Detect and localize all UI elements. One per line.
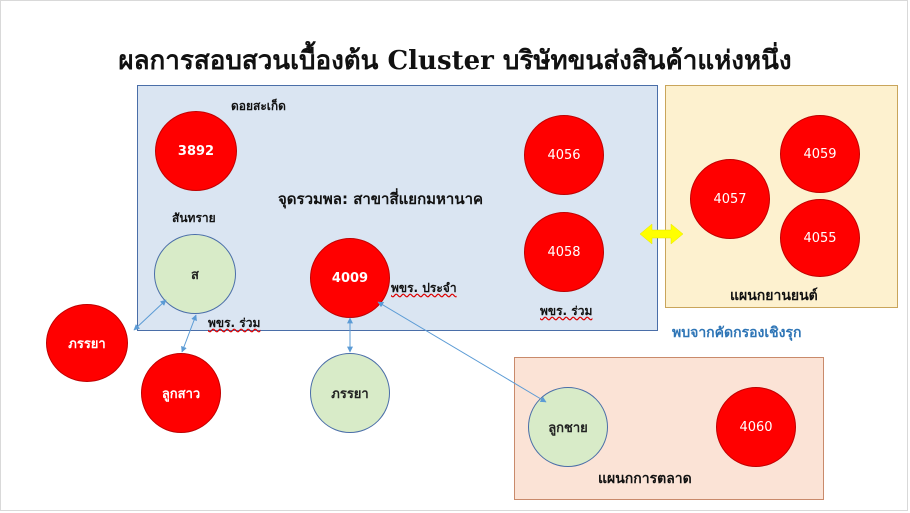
hub-label: จุดรวมพล: สาขาสี่แยกมหานาค — [278, 190, 484, 208]
case-node-4060[interactable]: 4060 — [716, 387, 796, 467]
case-node-4009[interactable]: 4009 — [310, 238, 390, 318]
proactive-screening-label: พบจากคัดกรองเชิงรุก — [672, 325, 802, 341]
case-node-3892[interactable]: 3892 — [155, 111, 237, 191]
co-driver-label-left: พขร. ร่วม — [208, 316, 261, 330]
case-node-daughter[interactable]: ลูกสาว — [141, 353, 221, 433]
slide-title: ผลการสอบสวนเบื้องต้น Cluster บริษัทขนส่ง… — [118, 46, 792, 76]
contact-node-s[interactable]: ส — [154, 234, 236, 314]
san-sai-label: สันทราย — [172, 211, 216, 225]
doi-saket-label: ดอยสะเก็ด — [231, 99, 286, 113]
case-node-4055[interactable]: 4055 — [780, 199, 860, 277]
marketing-dept-label: แผนกการตลาด — [598, 471, 692, 487]
contact-node-son[interactable]: ลูกชาย — [528, 387, 608, 467]
case-node-4058[interactable]: 4058 — [524, 212, 604, 292]
case-node-4057[interactable]: 4057 — [690, 159, 770, 239]
case-node-4056[interactable]: 4056 — [524, 115, 604, 195]
vehicle-dept-label: แผนกยานยนต์ — [730, 288, 818, 304]
case-node-wife-left[interactable]: ภรรยา — [46, 304, 128, 382]
regular-driver-label: พขร. ประจำ — [391, 281, 457, 295]
case-node-4059[interactable]: 4059 — [780, 115, 860, 193]
contact-node-wife-center[interactable]: ภรรยา — [310, 353, 390, 433]
co-driver-label-right: พขร. ร่วม — [540, 304, 593, 318]
